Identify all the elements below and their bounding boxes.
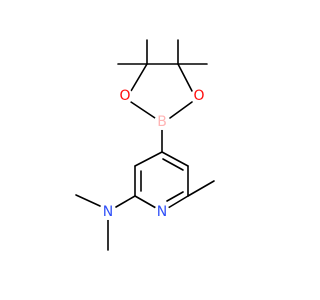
bond-n-amine-methyl-left bbox=[75, 194, 101, 207]
bond-c4-c5 bbox=[161, 151, 189, 167]
bond-c3-c4 bbox=[134, 151, 163, 167]
boron-label: B bbox=[157, 114, 167, 130]
bond-c6-methyl bbox=[187, 180, 215, 197]
bond-c4-c5-inner bbox=[162, 158, 184, 171]
bond-c1-o-left bbox=[130, 63, 148, 92]
bond-c6-n1-inner bbox=[166, 191, 184, 202]
oxygen-left-atom: O bbox=[117, 88, 133, 104]
nitrogen-amine-atom: N bbox=[100, 204, 116, 220]
oxygen-left-label: O bbox=[119, 88, 130, 104]
bonds bbox=[75, 39, 215, 251]
bond-o-left-b bbox=[130, 101, 156, 119]
bond-n1-c2 bbox=[134, 195, 157, 209]
boron-atom: B bbox=[154, 114, 170, 130]
bond-o-right-b bbox=[169, 101, 193, 119]
nitrogen-ring-label: N bbox=[157, 204, 167, 220]
oxygen-right-atom: O bbox=[191, 88, 207, 104]
oxygen-right-label: O bbox=[193, 88, 204, 104]
nitrogen-amine-label: N bbox=[103, 204, 113, 220]
bond-c2-o-right bbox=[177, 63, 193, 92]
atom-labels: O O B N N bbox=[100, 88, 207, 220]
molecule-diagram: O O B N N bbox=[75, 39, 215, 251]
bond-c2-n-amine bbox=[115, 195, 136, 208]
bond-c6-n1 bbox=[167, 195, 189, 209]
nitrogen-ring-atom: N bbox=[154, 204, 170, 220]
structure-svg: O O B N N bbox=[75, 39, 215, 251]
